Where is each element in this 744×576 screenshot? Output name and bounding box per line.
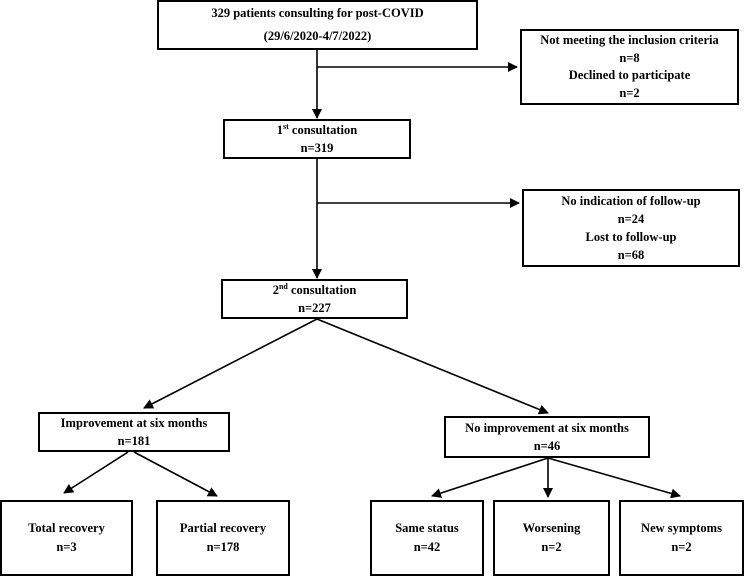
no-improvement-label: No improvement at six months [465, 421, 629, 435]
first-consultation-label: consultation [288, 123, 358, 137]
worsening-box: Worsening n=2 [493, 500, 610, 576]
partial-recovery-label: Partial recovery [179, 521, 267, 535]
improvement-label: Improvement at six months [60, 416, 208, 430]
exclusion-1-reason-b: Declined to participate [568, 68, 691, 82]
exclusion-1-count-a: n=8 [619, 50, 640, 65]
enrollment-box: 329 patients consulting for post-COVID (… [157, 0, 478, 50]
improvement-count: n=181 [117, 434, 151, 448]
exclusion-2-count-a: n=24 [617, 212, 645, 226]
total-recovery-count: n=3 [56, 540, 77, 554]
exclusion-2-count-b: n=68 [617, 248, 645, 262]
same-status-count: n=42 [413, 540, 441, 554]
arrow-to-partial-recovery [133, 451, 218, 497]
arrow-to-no-improvement [316, 318, 549, 415]
second-consultation-title: 2nd consultation [273, 281, 357, 299]
no-improvement-count: n=46 [533, 439, 561, 453]
total-recovery-box: Total recovery n=3 [0, 500, 133, 576]
second-consultation-box: 2nd consultation n=227 [221, 279, 408, 319]
no-improvement-box: No improvement at six months n=46 [444, 416, 650, 458]
partial-recovery-count: n=178 [206, 540, 240, 554]
same-status-box: Same status n=42 [370, 500, 484, 576]
second-consultation-ordinal: nd [278, 282, 288, 291]
same-status-label: Same status [395, 521, 459, 535]
exclusion-box-2: No indication of follow-up n=24 Lost to … [522, 189, 740, 267]
first-consultation-box: 1st consultation n=319 [223, 119, 411, 159]
new-symptoms-label: New symptoms [641, 521, 722, 535]
total-recovery-label: Total recovery [28, 521, 105, 535]
first-consultation-count: n=319 [300, 141, 334, 155]
exclusion-2-reason-b: Lost to follow-up [585, 230, 677, 244]
second-consultation-label: consultation [287, 283, 357, 297]
new-symptoms-count: n=2 [671, 540, 692, 554]
improvement-box: Improvement at six months n=181 [38, 412, 230, 452]
worsening-count: n=2 [541, 540, 562, 554]
first-consultation-title: 1st consultation [277, 121, 357, 139]
exclusion-box-1: Not meeting the inclusion criteria n=8 D… [520, 29, 739, 105]
arrow-to-same-status [431, 457, 549, 498]
new-symptoms-box: New symptoms n=2 [619, 500, 744, 576]
partial-recovery-box: Partial recovery n=178 [156, 500, 290, 576]
arrow-to-new-symptoms [547, 457, 681, 499]
enrollment-period: (29/6/2020-4/7/2022) [263, 29, 372, 43]
worsening-label: Worsening [522, 521, 581, 535]
second-consultation-count: n=227 [298, 301, 331, 315]
arrow-to-improvement [143, 318, 318, 409]
arrow-to-total-recovery [63, 451, 129, 494]
exclusion-1-count-b: n=2 [619, 85, 640, 100]
second-consultation-number: 2 [272, 283, 279, 297]
enrollment-text: 329 patients consulting for post-COVID [211, 6, 424, 20]
first-consultation-ordinal: st [283, 122, 289, 131]
first-consultation-number: 1 [276, 123, 284, 137]
exclusion-2-reason-a: No indication of follow-up [561, 194, 701, 208]
exclusion-1-reason-a: Not meeting the inclusion criteria [540, 33, 719, 47]
